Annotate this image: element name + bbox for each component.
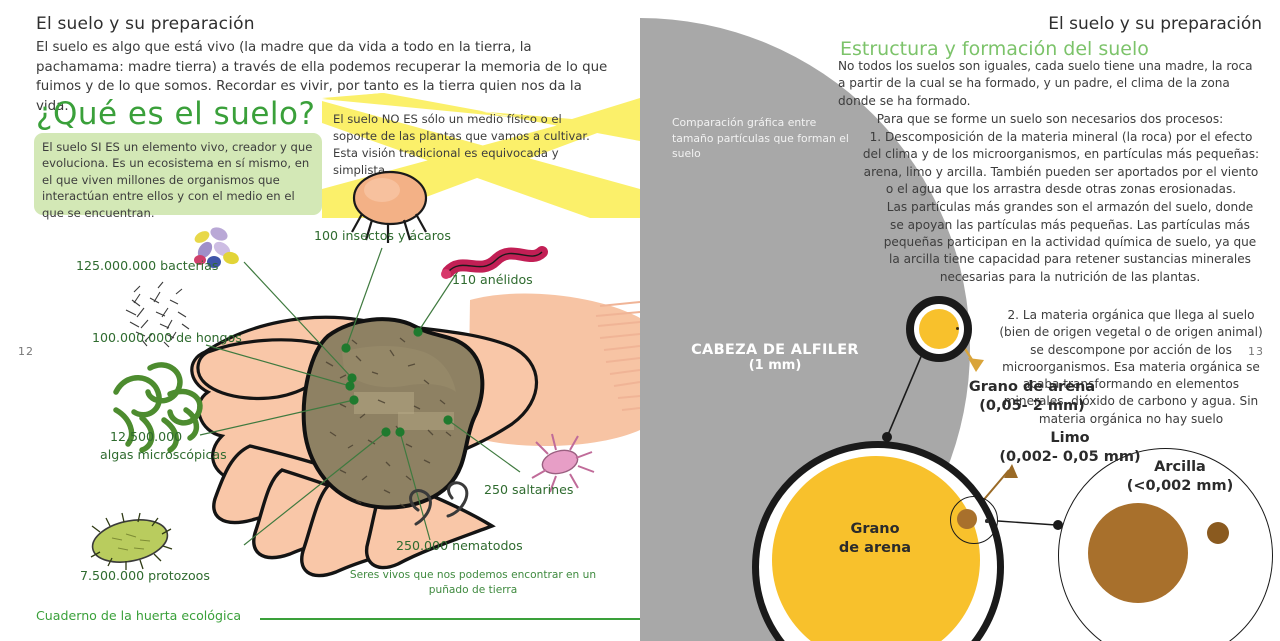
silt-size: (0,002- 0,05 mm) — [999, 449, 1141, 465]
paragraph-3: 1. Descomposición de la materia mineral … — [862, 130, 1260, 197]
sand-grain-fill — [772, 456, 980, 641]
silt-caption-group: Limo (0,002- 0,05 mm) — [970, 429, 1170, 467]
paragraph-2: Para que se forme un suelo son necesario… — [876, 111, 1224, 126]
right-page-title: El suelo y su preparación — [1048, 14, 1262, 34]
question-heading: ¿Qué es el suelo? — [36, 96, 316, 132]
silt-caption: Limo — [1050, 430, 1090, 446]
pinhead-label-group: CABEZA DE ALFILER (1 mm) — [660, 342, 890, 373]
organism-label-protozoa: 7.500.000 protozoos — [80, 568, 210, 583]
left-intro-paragraph: El suelo es algo que está vivo (la madre… — [36, 40, 608, 114]
paragraph-4: Las partículas más grandes son el armazó… — [883, 200, 1257, 284]
organism-label-bacteria: 125.000.000 bacterias — [76, 258, 219, 273]
page-number-right: 13 — [1248, 345, 1264, 358]
gray-circle-note: Comparación gráfica entre tamaño partícu… — [672, 116, 849, 160]
sand-caption-group: Grano de arena (0,05- 2 mm) — [932, 378, 1132, 416]
protozoa-icon — [90, 512, 173, 570]
pinhead-silt-speck — [956, 327, 959, 330]
page-number-left: 12 — [18, 345, 34, 358]
footer-rule — [260, 618, 640, 620]
nematode-icon — [409, 481, 469, 526]
green-box-text: El suelo SI ES un elemento vivo, creador… — [42, 140, 313, 220]
paragraph-1: No todos los suelos son iguales, cada su… — [838, 59, 1253, 108]
organism-label-nematodes: 250.000 nematodos — [396, 538, 523, 553]
organism-label-algae-name: algas microscópicas — [100, 447, 227, 462]
clay-speck — [985, 519, 989, 523]
organism-label-algae-count: 12.500.000 — [110, 429, 183, 444]
sand-grain-inner-label: Grano de arena — [800, 520, 950, 558]
footer-label: Cuaderno de la huerta ecológica — [36, 608, 242, 623]
sand-inner-line2: de arena — [838, 540, 912, 556]
sand-inner-line1: Grano — [850, 521, 900, 537]
organism-label-insects: 100 insectos y ácaros — [314, 228, 451, 243]
illustration-caption: Seres vivos que nos podemos encontrar en… — [349, 569, 597, 596]
paragraph-5: 2. La materia orgánica que llega al suel… — [999, 308, 1263, 426]
pinhead-sand-grain — [919, 309, 959, 349]
organism-label-springtails: 250 saltarines — [484, 482, 574, 497]
clay-caption: Arcilla — [1154, 459, 1206, 475]
pinhead-label: CABEZA DE ALFILER — [691, 342, 859, 358]
left-page: El suelo y su preparación El suelo es al… — [34, 14, 640, 623]
silt-particle — [957, 509, 977, 529]
sand-size: (0,05- 2 mm) — [979, 398, 1085, 414]
organism-label-fungi: 100.000.000 de hongos — [92, 330, 242, 345]
clay-silt-particle — [1088, 503, 1188, 603]
clay-caption-group: Arcilla (<0,002 mm) — [1100, 458, 1260, 496]
right-page: Comparación gráfica entre tamaño partícu… — [640, 0, 1280, 641]
left-page-title: El suelo y su preparación — [36, 14, 255, 34]
clay-particle — [1207, 522, 1229, 544]
clay-size: (<0,002 mm) — [1126, 478, 1234, 494]
pinhead-size: (1 mm) — [748, 358, 802, 373]
silt-circle — [950, 496, 998, 544]
yellow-box-text: El suelo NO ES sólo un medio físico o el… — [333, 112, 590, 177]
right-body-text: No todos los suelos son iguales, cada su… — [838, 58, 1262, 286]
organism-label-annelids: 110 anélidos — [452, 272, 533, 287]
section-heading: Estructura y formación del suelo — [840, 38, 1149, 60]
sand-caption: Grano de arena — [968, 379, 1096, 395]
green-info-box — [34, 133, 322, 215]
